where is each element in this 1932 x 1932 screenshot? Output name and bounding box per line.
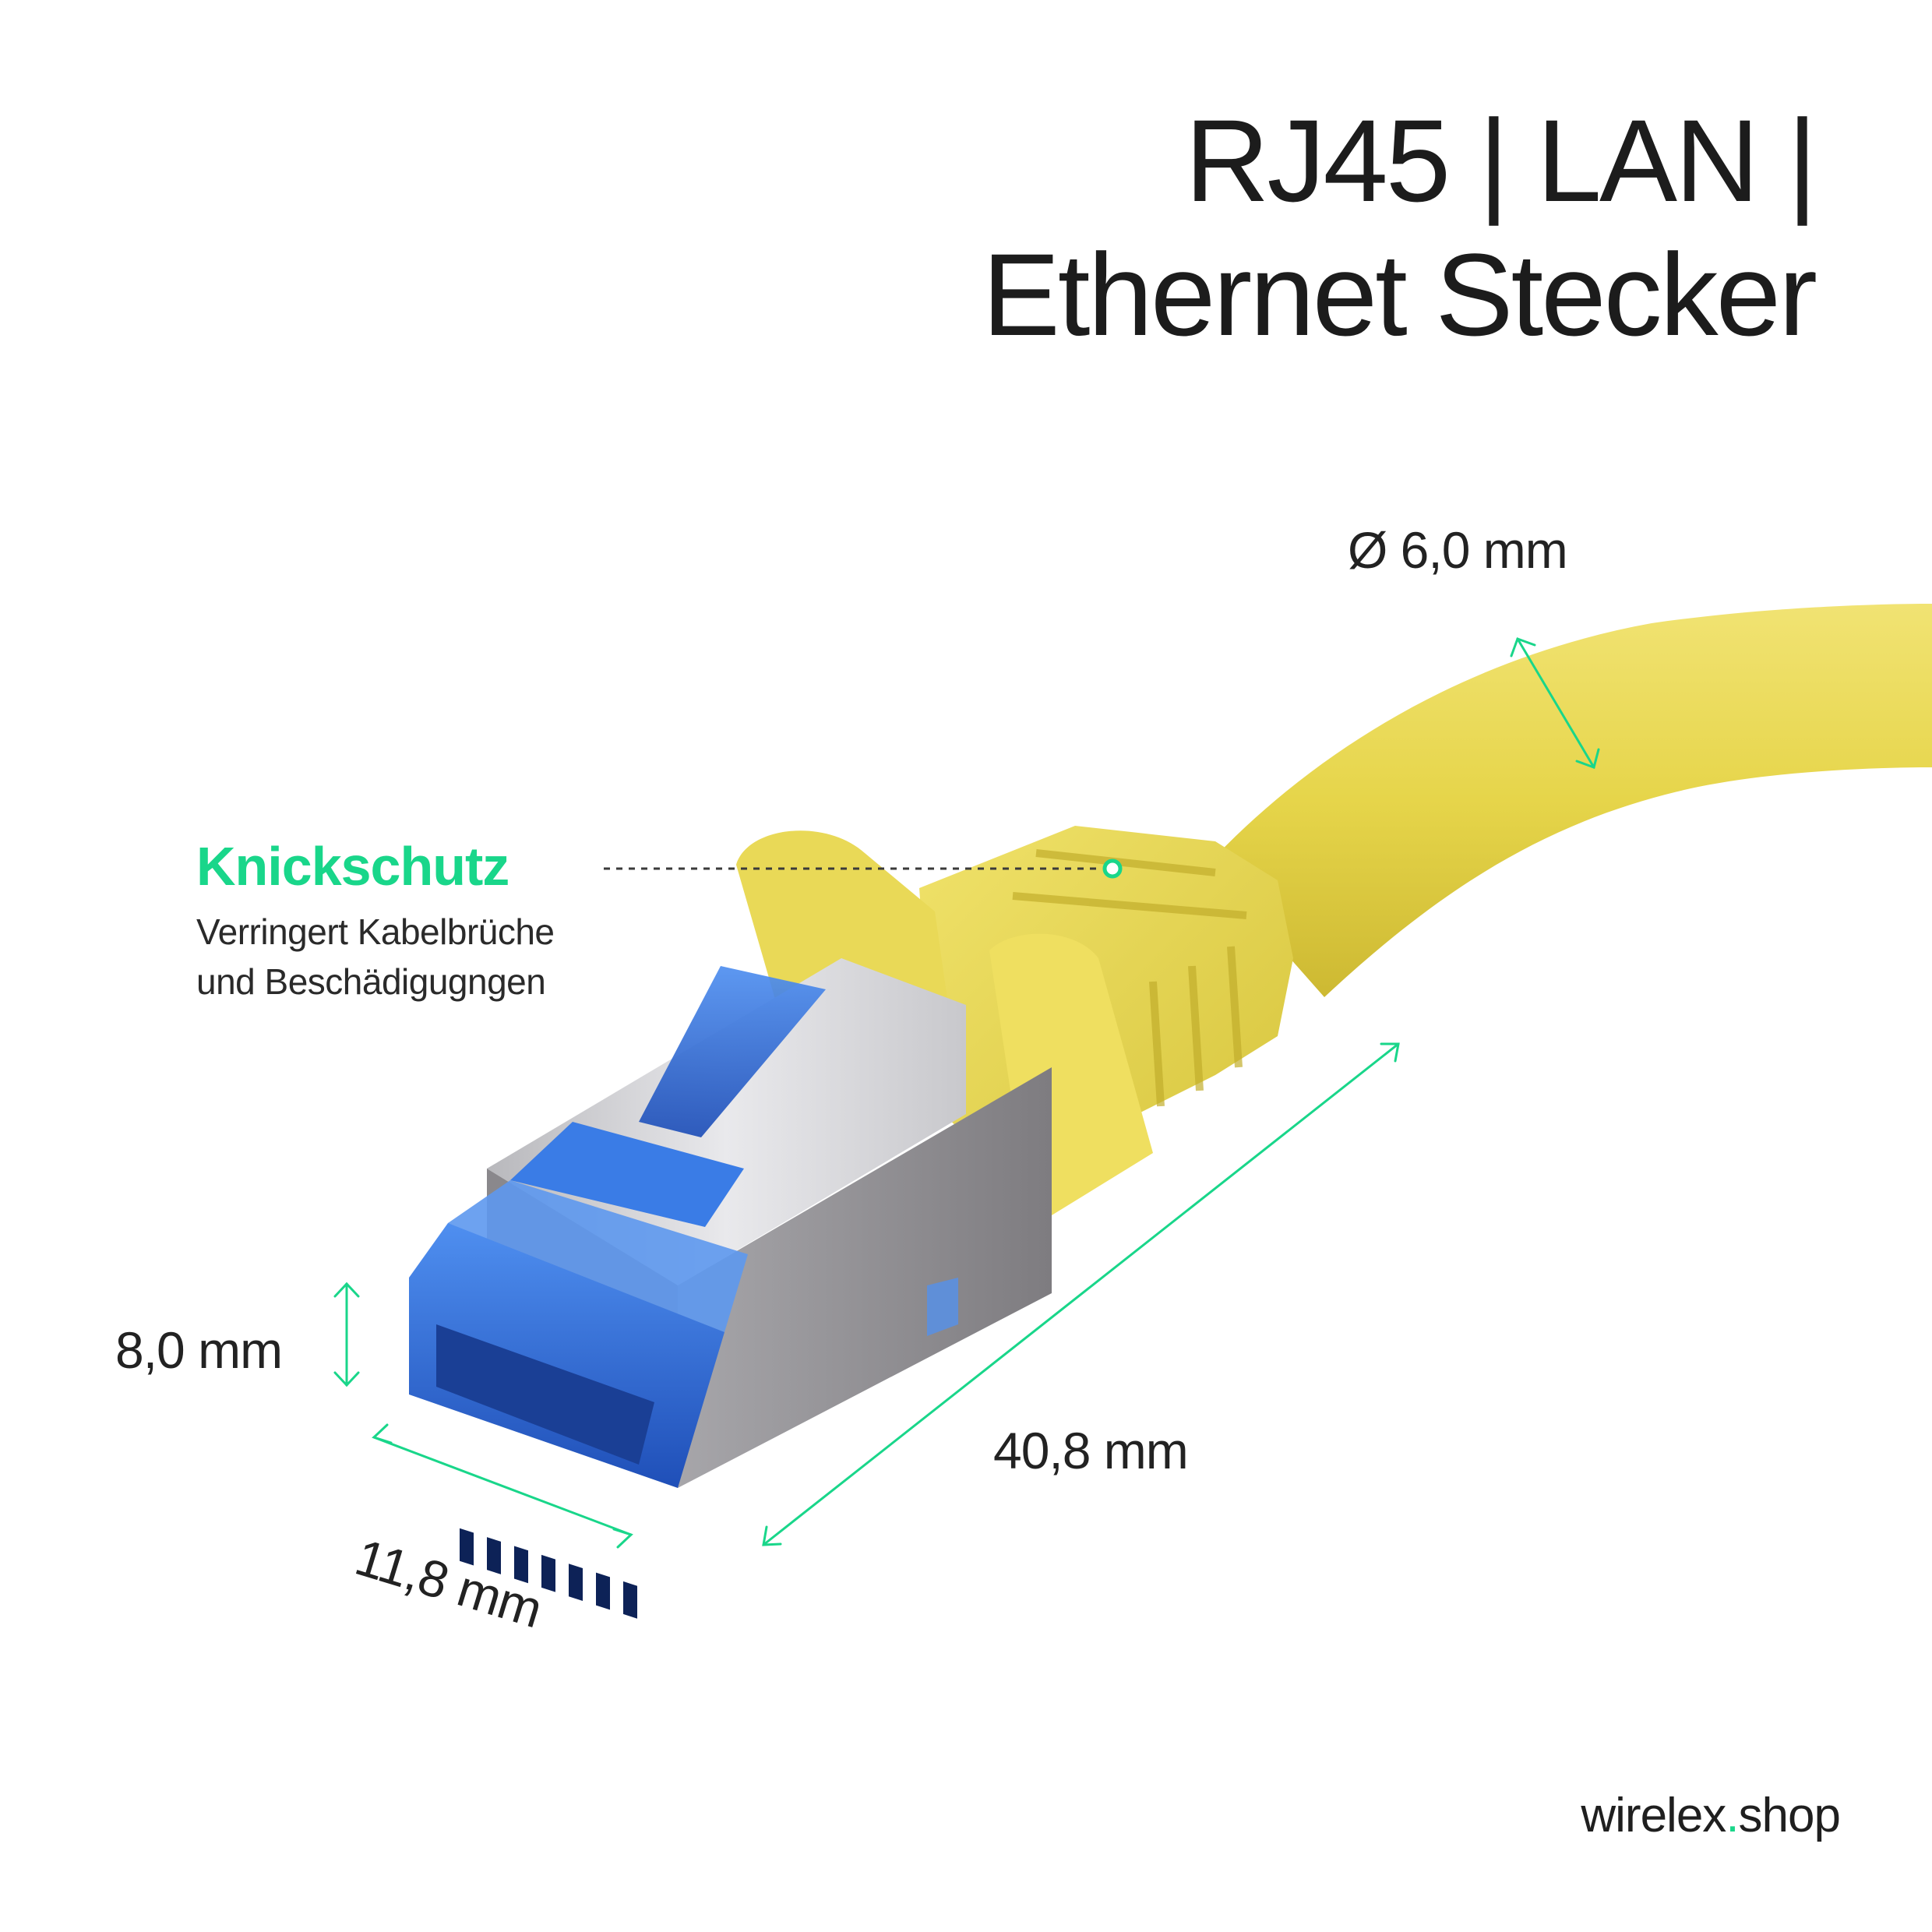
contact-pins	[460, 1528, 637, 1619]
callout-description: Verringert Kabelbrüche und Beschädigugng…	[196, 907, 555, 1007]
width-arrow	[372, 1423, 633, 1549]
brand-tld: shop	[1738, 1789, 1841, 1842]
cable-diameter-label: Ø 6,0 mm	[1348, 521, 1568, 579]
title-line-2: Ethernet Stecker	[982, 229, 1817, 360]
blue-latch	[409, 966, 826, 1619]
length-arrow	[762, 1042, 1400, 1546]
cable	[1208, 604, 1932, 997]
height-label: 8,0 mm	[115, 1321, 283, 1379]
callout-desc-line-2: und Beschädigugngen	[196, 961, 546, 1002]
brand-logo: wirelex.shop	[1581, 1788, 1841, 1843]
length-label: 40,8 mm	[993, 1422, 1189, 1479]
callout-title: Knickschutz	[196, 836, 509, 897]
cable-diameter-arrow	[1510, 637, 1600, 769]
brand-name: wirelex	[1581, 1789, 1726, 1842]
callout-leader-line	[604, 858, 1123, 879]
strain-relief-callout: Knickschutz Verringert Kabelbrüche und B…	[196, 835, 555, 1007]
height-arrow	[333, 1282, 360, 1387]
brand-dot: .	[1726, 1789, 1739, 1842]
page-title: RJ45 | LAN | Ethernet Stecker	[982, 93, 1817, 361]
title-line-1: RJ45 | LAN |	[1185, 95, 1817, 226]
callout-desc-line-1: Verringert Kabelbrüche	[196, 911, 555, 952]
